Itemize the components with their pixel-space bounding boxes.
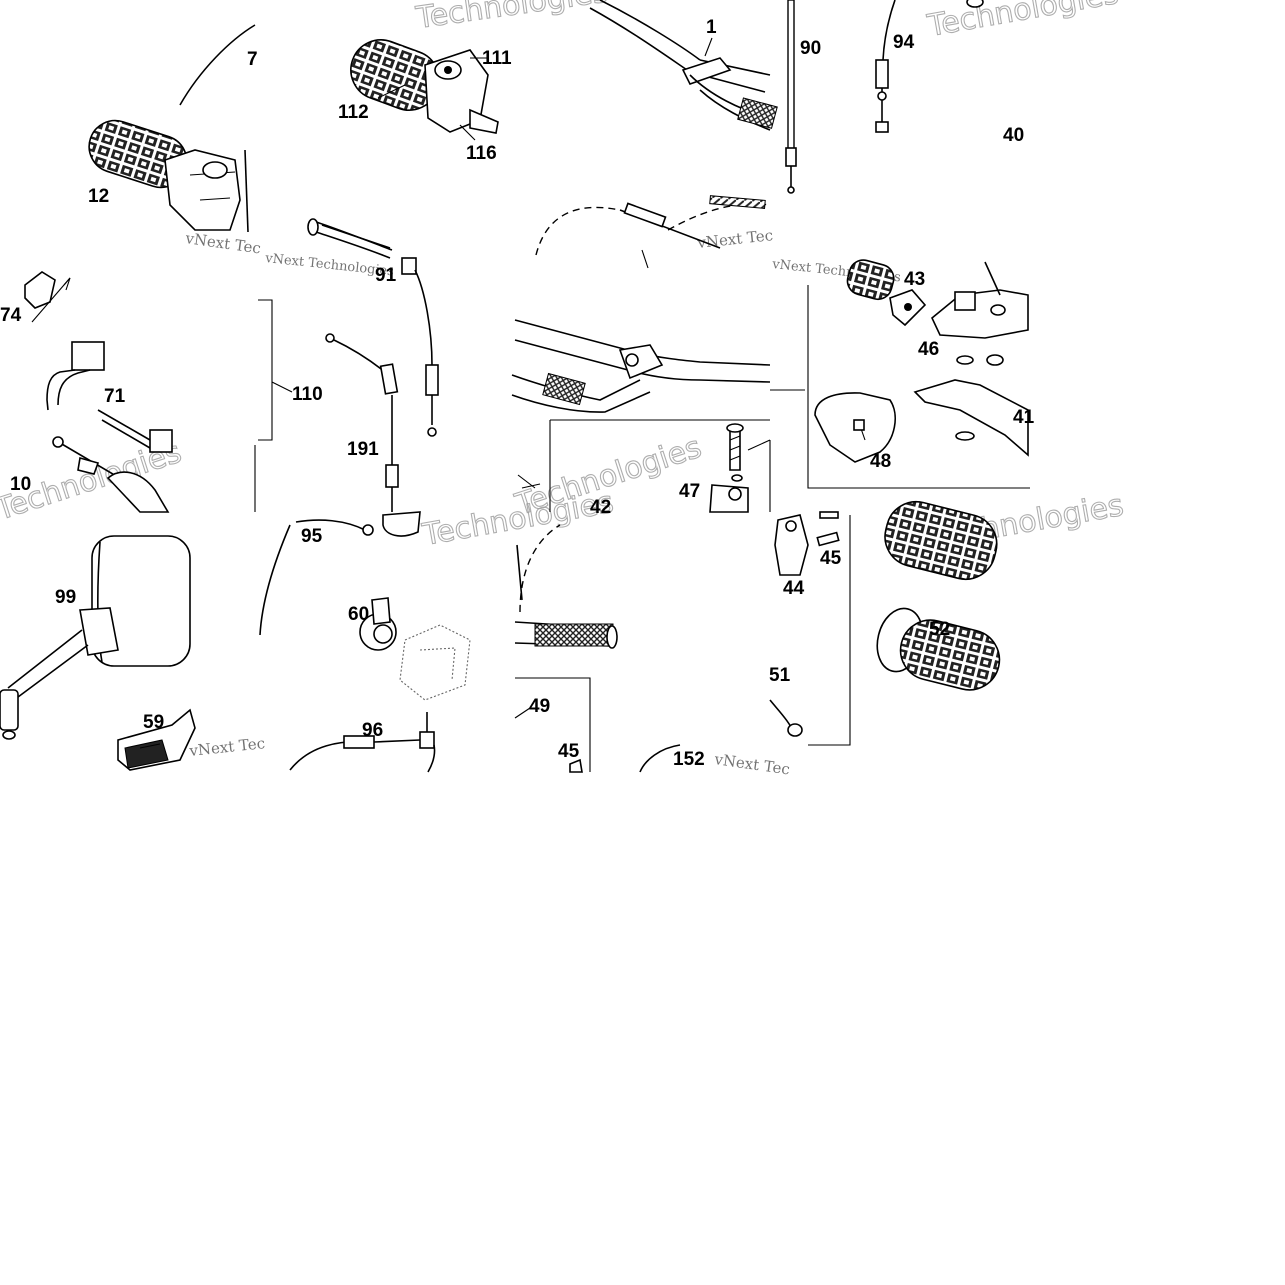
- handlebar-end-and-lever: [514, 524, 681, 773]
- callout-60: 60: [348, 604, 369, 625]
- callout-191: 191: [347, 439, 379, 460]
- callout-94: 94: [893, 32, 915, 53]
- callout-1: 1: [706, 17, 717, 38]
- callout-40: 40: [1003, 125, 1024, 146]
- cable-91-110-191: [254, 257, 439, 537]
- callout-59: 59: [143, 712, 164, 733]
- callout-110: 110: [292, 384, 323, 405]
- watermark-text: vNext Tec: [712, 750, 791, 779]
- callout-45: 45: [820, 548, 842, 569]
- callout-99: 99: [55, 587, 76, 608]
- callout-43: 43: [904, 269, 925, 290]
- callout-10: 10: [10, 474, 31, 495]
- handlebar-assembly: [511, 319, 805, 513]
- mirror-and-thumb-throttle: [0, 535, 196, 771]
- grips-and-perch: [769, 500, 1001, 746]
- callout-42: 42: [590, 497, 611, 518]
- callout-74: 74: [0, 305, 22, 326]
- cable-90-94: [785, 0, 984, 194]
- callout-48: 48: [870, 451, 891, 472]
- callout-41: 41: [1013, 407, 1035, 428]
- callout-71: 71: [104, 386, 126, 407]
- callout-95: 95: [301, 526, 323, 547]
- twist-throttle-housing: [307, 39, 499, 259]
- callout-labels: 7 111 112 116 1 90 94 40 12 91 74 71 110…: [0, 17, 1035, 770]
- callout-96: 96: [362, 720, 383, 741]
- watermark-outline: Technologies: [924, 0, 1121, 44]
- watermark-text: vNext Tec: [696, 226, 774, 252]
- callout-52: 52: [929, 619, 950, 640]
- callout-152: 152: [673, 749, 705, 770]
- callout-45: 45: [558, 741, 580, 762]
- callout-90: 90: [800, 38, 821, 59]
- callout-44: 44: [783, 578, 805, 599]
- cable-95-96-and-collar: [259, 519, 471, 773]
- callout-49: 49: [529, 696, 550, 717]
- watermark-text: vNext Tec: [188, 734, 266, 760]
- callout-51: 51: [769, 665, 791, 686]
- kill-switch-assembly: [24, 271, 173, 513]
- callout-111: 111: [482, 48, 512, 69]
- callout-12: 12: [88, 186, 109, 207]
- callout-116: 116: [466, 143, 497, 164]
- callout-7: 7: [247, 49, 258, 70]
- callout-112: 112: [338, 102, 369, 123]
- callout-46: 46: [918, 339, 939, 360]
- handlebar-top: [535, 0, 778, 269]
- callout-91: 91: [375, 265, 397, 286]
- watermark-text: vNext Tec: [183, 229, 262, 258]
- watermark-outline: Technologies: [413, 0, 610, 36]
- callout-47: 47: [679, 481, 700, 502]
- throttle-grip-assembly: [88, 24, 256, 233]
- clutch-lever-assembly: [807, 259, 1030, 489]
